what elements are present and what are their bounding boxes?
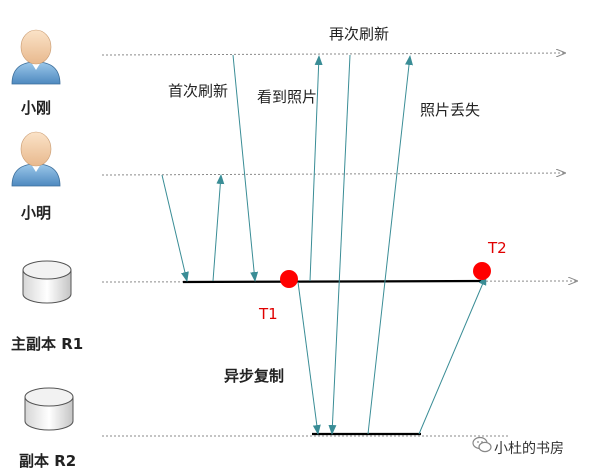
database-icon-r2	[24, 387, 74, 431]
arrow-r2-to-r1	[418, 275, 487, 435]
arrow-refresh-again	[328, 54, 351, 435]
database-icon-r1	[22, 260, 72, 304]
arrow-xiaoming-ack	[212, 174, 225, 282]
label-t1: T1	[259, 305, 278, 323]
arrow-see-photo	[309, 55, 323, 282]
arrow-photo-lost	[367, 55, 413, 435]
actor-label-r2: 副本 R2	[19, 452, 77, 470]
timeline-xiaoming	[101, 173, 565, 175]
arrow-async-copy	[297, 281, 321, 435]
arrow-first-refresh	[232, 54, 259, 282]
actor-label-r1: 主副本 R1	[11, 335, 84, 353]
label-refresh-again: 再次刷新	[329, 25, 390, 43]
arrow-xiaoming-write	[161, 174, 189, 282]
label-see-photo: 看到照片	[257, 88, 318, 106]
watermark-text: 小杜的书房	[494, 441, 564, 457]
person-icon-xiaoming	[11, 131, 61, 187]
person-icon-xiaogang	[11, 29, 61, 85]
label-t2: T2	[488, 239, 507, 257]
label-first-refresh: 首次刷新	[168, 82, 229, 100]
wechat-icon	[472, 436, 492, 453]
timeline-xiaogang	[101, 53, 565, 55]
t2-marker	[473, 262, 491, 280]
label-async-copy: 异步复制	[224, 367, 285, 385]
t1-marker	[280, 270, 298, 288]
r1-active-bar	[182, 279, 485, 284]
actor-label-xiaogang: 小刚	[21, 99, 52, 117]
actor-label-xiaoming: 小明	[21, 204, 52, 222]
label-photo-lost: 照片丢失	[420, 101, 481, 119]
